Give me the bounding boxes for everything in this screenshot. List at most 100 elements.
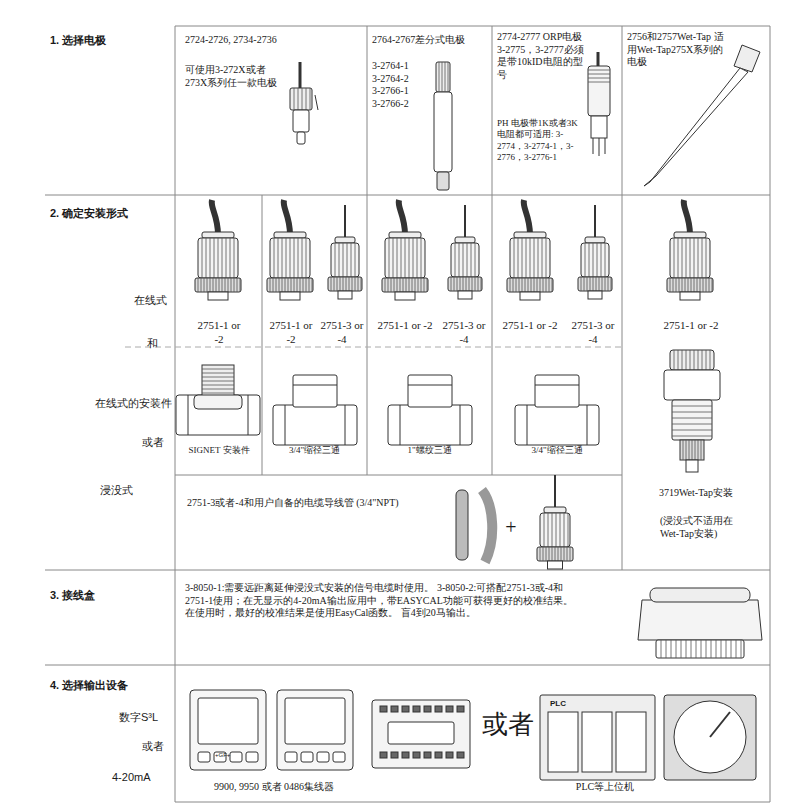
knurl [285, 278, 286, 292]
electrode-tip [437, 172, 449, 190]
grid-line [45, 665, 770, 666]
cell-text: 2751-1 or -2 [646, 319, 736, 333]
cap-rib [230, 238, 231, 278]
knurl [219, 278, 220, 292]
grid-line [315, 95, 318, 110]
knurl [546, 547, 547, 561]
sensor-nub [208, 292, 228, 300]
knurl [352, 277, 353, 291]
knurl [300, 278, 301, 292]
label: 2. 确定安装形式 [50, 207, 128, 220]
knurl [689, 440, 690, 460]
cap-rib [417, 238, 418, 278]
cable [344, 205, 346, 240]
rib [696, 640, 697, 658]
cable [399, 200, 405, 235]
knurl [519, 278, 520, 292]
rib [666, 640, 667, 658]
knurl [481, 277, 482, 291]
cap-rib [526, 238, 527, 278]
cell-text: 2751-3 or -4 [439, 319, 489, 347]
cap-rib [706, 238, 707, 278]
cap-rib [682, 238, 683, 278]
sensor-top [455, 237, 475, 243]
cell-text: 3-2764-1 3-2764-2 3-2766-1 3-2766-2 [372, 60, 416, 110]
knurl [703, 278, 704, 292]
rib [686, 640, 687, 658]
rib [672, 406, 712, 407]
cell-text: 可使用3-272X或者273X系列任一款电极 [185, 64, 280, 89]
label: 或者 [142, 436, 164, 449]
knurl [406, 278, 407, 292]
knurl [513, 278, 514, 292]
tee-neck [293, 375, 337, 407]
junction-box-lid [638, 600, 762, 640]
sensor-cap [270, 238, 310, 278]
pointer [710, 712, 730, 737]
cap-rib [534, 238, 535, 278]
cell-text: 3/4"缩径三通 [497, 445, 617, 456]
cap-rib [401, 238, 402, 278]
cap-rib [222, 238, 223, 278]
knurl [564, 547, 565, 561]
cell-text: 2774-2777 ORP电极3-2775，3-2777必须是带10kID电阻的… [497, 31, 589, 81]
table-cell: 2774-2777 ORP电极3-2775，3-2777必须是带10kID电阻的… [492, 26, 622, 195]
knurl [355, 277, 356, 291]
knurl [397, 278, 398, 292]
cell-text: 3/4"缩径三通 [267, 445, 362, 456]
knurl [602, 277, 603, 291]
rib [298, 88, 299, 110]
rib [445, 62, 446, 92]
tee-body [273, 405, 357, 445]
knurl [546, 278, 547, 292]
table-cell: 2724-2726, 2734-2736可使用3-272X或者273X系列任一款… [175, 26, 367, 195]
cap-rib [686, 238, 687, 278]
knurl [469, 277, 470, 291]
cap-rib [405, 238, 406, 278]
electrode-cap [436, 62, 450, 92]
thread [202, 385, 234, 386]
knurl [552, 278, 553, 292]
wet-tap-head [734, 45, 760, 72]
sensor-ring [507, 278, 553, 292]
knurl [466, 277, 467, 291]
knurl [391, 278, 392, 292]
knurl [698, 440, 699, 460]
meter-screen [198, 698, 258, 744]
rib [294, 88, 295, 110]
cell-text: 2751-1 or -2 [266, 319, 316, 347]
cell-text: 2756和2757Wet-Tap 适用Wet-Tap275X系列的电极 [627, 31, 732, 69]
terminal [457, 752, 464, 758]
rib [448, 62, 449, 92]
grid-line [593, 138, 594, 154]
terminal [380, 706, 387, 712]
tee-hub [194, 395, 242, 409]
rib [721, 640, 722, 658]
knurl [691, 278, 692, 292]
knurl [540, 547, 541, 561]
plc-module [616, 712, 646, 772]
sensor-nub [680, 292, 700, 300]
sensor-top [514, 232, 546, 238]
sensor-nub [280, 292, 300, 300]
cap-rib [347, 243, 348, 277]
cap-rib [564, 513, 565, 547]
panel-meter [190, 690, 266, 770]
cell-text: 3-8050-1:需要远距离延伸浸没式安装的信号电缆时使用。 3-8050-2:… [185, 582, 575, 620]
cell-text: 2751-1 or -2 [192, 319, 246, 347]
knurl [567, 547, 568, 561]
meter-button [301, 752, 313, 762]
cable [464, 205, 466, 240]
cap-rib [538, 238, 539, 278]
label: 4. 选择输出设备 [50, 679, 128, 692]
knurl [709, 278, 710, 292]
rib [672, 424, 712, 425]
rib [588, 78, 610, 79]
knurl [697, 278, 698, 292]
cable [684, 200, 690, 235]
knurl [337, 277, 338, 291]
knurl [216, 278, 217, 292]
knurl [510, 278, 511, 292]
knurl [418, 278, 419, 292]
sensor-cap [581, 243, 609, 277]
